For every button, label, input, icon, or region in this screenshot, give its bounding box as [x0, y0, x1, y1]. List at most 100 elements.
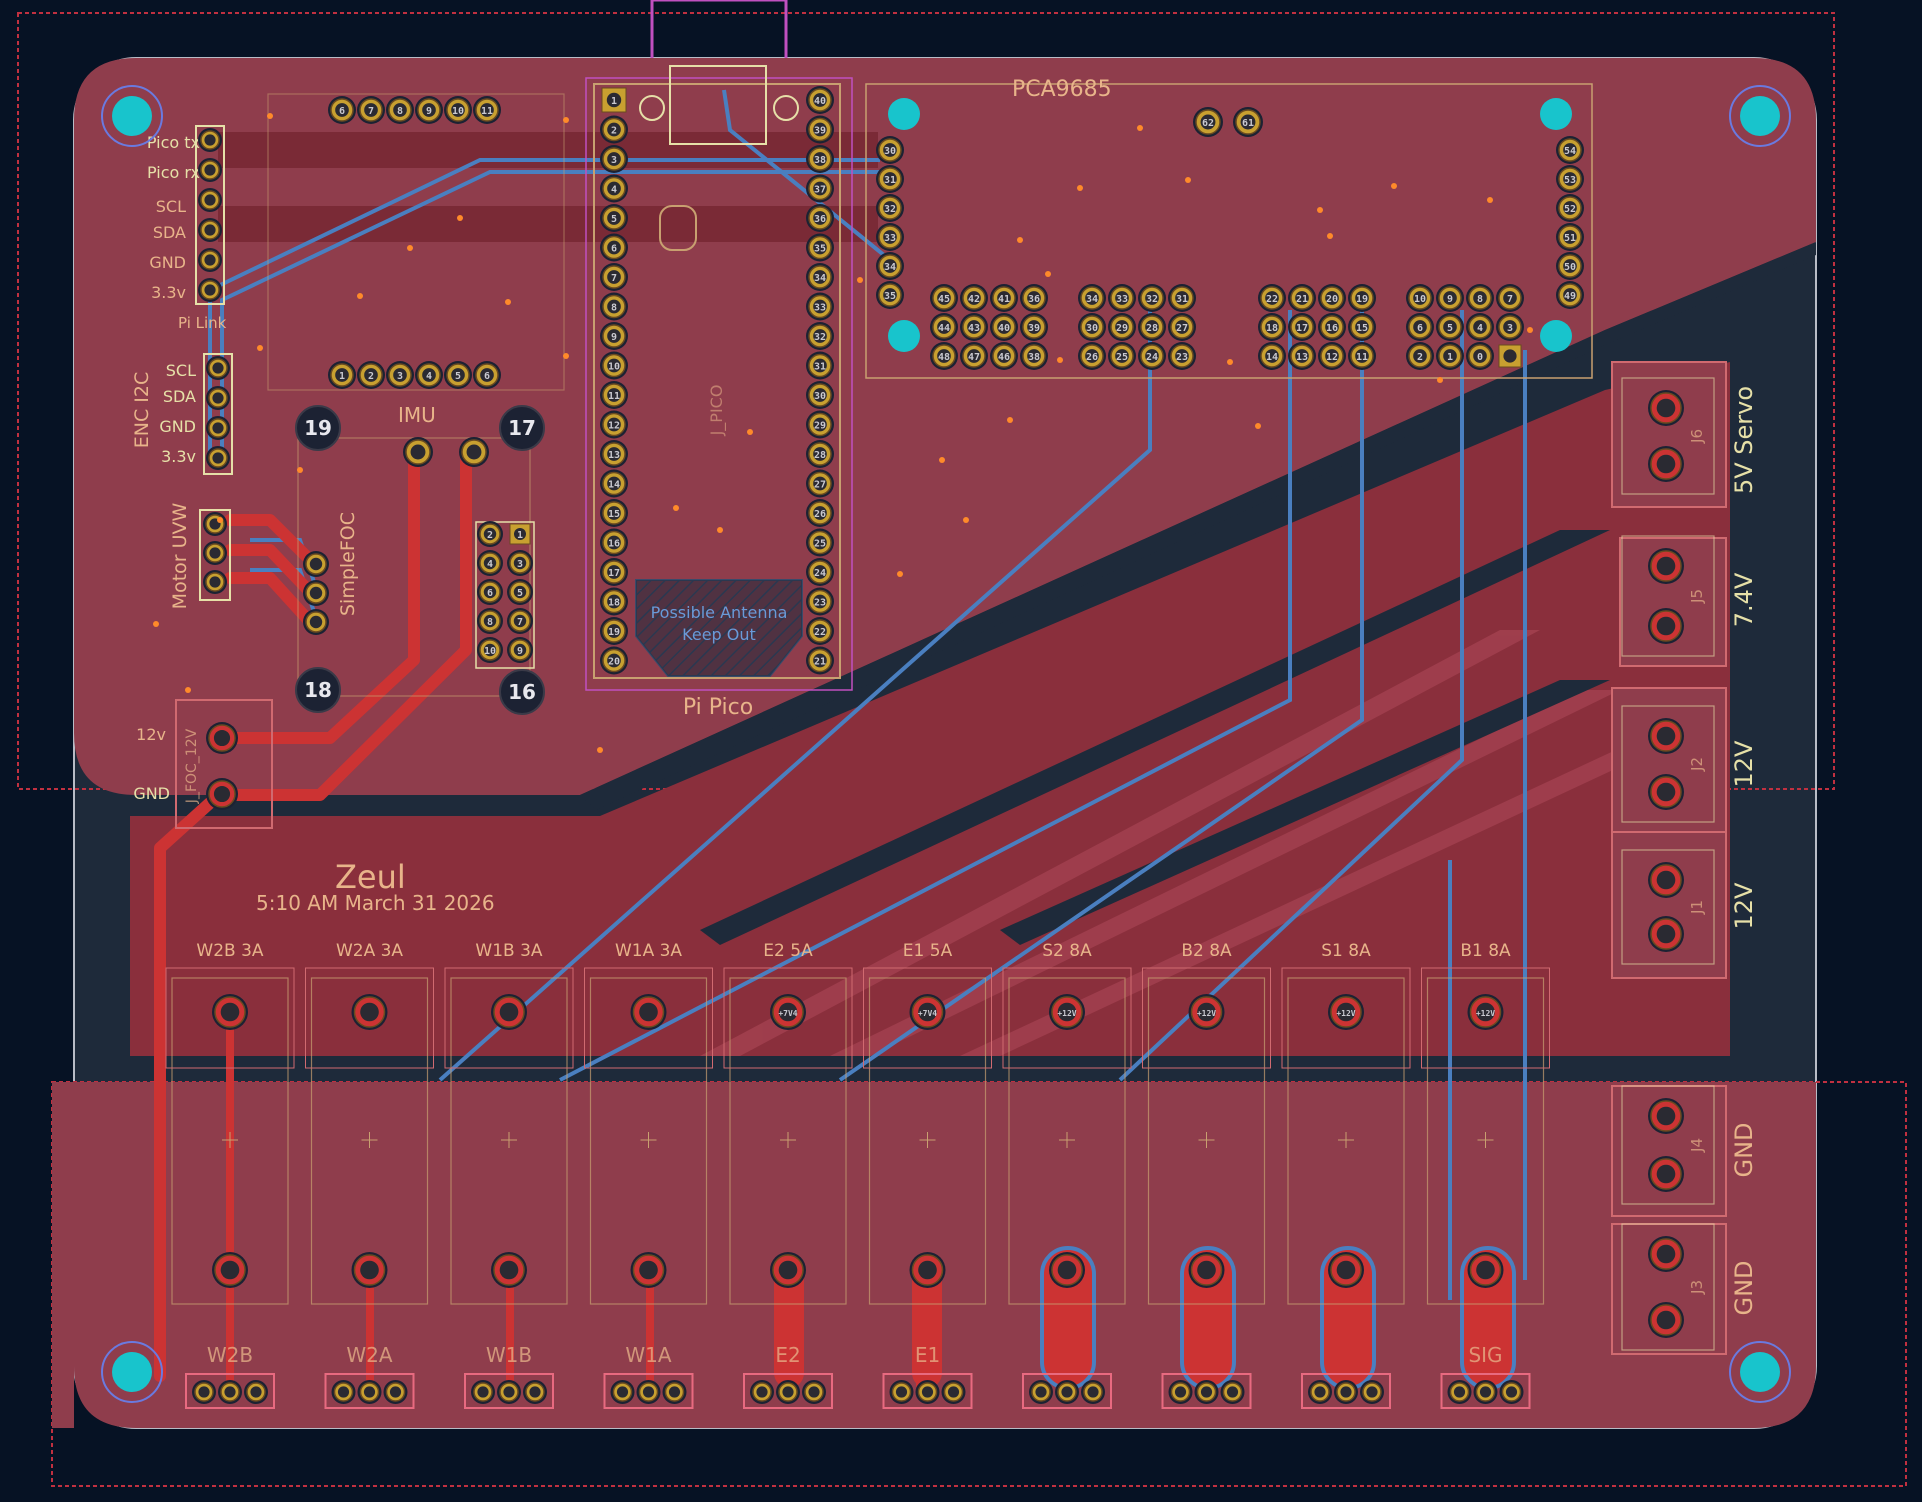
pin-number: 31: [1176, 294, 1188, 305]
zone-gap-2: [700, 530, 1610, 945]
pad: 51: [1556, 223, 1584, 251]
pad: 20: [600, 646, 628, 675]
pad: 6: [1406, 313, 1434, 341]
pin-number: 14: [1266, 352, 1278, 363]
pad: 17: [1288, 313, 1316, 341]
pad: [1168, 1380, 1193, 1404]
pad: 29: [1108, 313, 1136, 341]
pad: 10: [1406, 284, 1434, 312]
pin-number: 27: [1176, 323, 1188, 334]
pin-number: 32: [814, 332, 826, 343]
gnd-zone-edge: [52, 1082, 74, 1428]
pin-number: 49: [1564, 291, 1576, 302]
vias: [153, 113, 1533, 753]
standoff-number: 17: [508, 416, 536, 440]
pad: 12: [600, 410, 628, 439]
pin-number: 5: [517, 588, 523, 599]
pin-number: 2: [1417, 352, 1423, 363]
pin-number: 1: [611, 96, 617, 107]
pi-pico-label: Pi Pico: [683, 695, 753, 720]
pad: 29: [806, 410, 834, 439]
pin-number: 32: [884, 204, 896, 215]
pin-number: 34: [884, 262, 896, 273]
pad: 32: [806, 322, 834, 350]
pin-number: 26: [1086, 352, 1098, 363]
pad: [212, 1252, 248, 1288]
pad: 14: [1258, 342, 1286, 370]
pad: [491, 1252, 527, 1288]
pad: 3: [600, 145, 628, 173]
pin-number: 33: [884, 233, 896, 244]
pad: 39: [1020, 313, 1048, 341]
mounting-standoff: 19: [295, 405, 341, 451]
pad: [1194, 1380, 1219, 1404]
pin-number: 12: [608, 421, 620, 432]
pin-number: 30: [884, 146, 896, 157]
pin-number: 35: [884, 291, 896, 302]
pin-number: 9: [426, 106, 432, 117]
pad: [192, 1380, 216, 1404]
pad: [218, 1380, 242, 1404]
pad: 44: [930, 313, 958, 341]
pad: [776, 1380, 800, 1404]
connector-ref: J1: [1688, 900, 1706, 915]
pad: 4: [415, 361, 443, 389]
pin-number: 50: [1564, 262, 1576, 273]
pin-number: 6: [487, 588, 493, 599]
pad: 2: [1406, 342, 1434, 370]
fuse-label: E1 5A: [903, 941, 953, 961]
pin-number: 62: [1202, 118, 1214, 129]
enc-sda: SDA: [163, 387, 196, 406]
pin-number: 19: [608, 627, 620, 638]
pin-number: 5: [611, 214, 617, 225]
pin-number: 29: [814, 421, 826, 432]
pca9685-module: [865, 83, 1593, 379]
pin-number: 21: [1296, 294, 1308, 305]
pad: [1328, 1252, 1364, 1288]
pad: 43: [960, 313, 988, 341]
pin-number: 8: [487, 617, 493, 628]
pad: [303, 609, 329, 635]
pi-link-pico-rx: Pico rx: [147, 163, 200, 182]
fuse-holder: S2 8A+12V: [1002, 941, 1132, 1409]
pin-number: 3: [517, 559, 523, 570]
pin-number: +12V: [1476, 1009, 1495, 1018]
pad: 61: [1233, 107, 1263, 137]
pad: [1648, 774, 1684, 810]
pad: [1334, 1380, 1358, 1404]
pad: 37: [806, 174, 834, 203]
pad: [459, 437, 489, 467]
pad: 3: [507, 550, 533, 576]
pin-number: 4: [611, 185, 617, 196]
pad: 16: [600, 528, 628, 557]
pin-number: 43: [968, 323, 980, 334]
pca9685-label: PCA9685: [1012, 77, 1112, 102]
pin-number: 31: [814, 362, 826, 373]
fuse-label: W2B 3A: [196, 941, 264, 961]
pin-number: 1: [517, 530, 523, 541]
pad: 38: [1020, 342, 1048, 370]
pad: [303, 580, 329, 606]
pad: 2: [600, 115, 628, 144]
standoff-number: 18: [304, 678, 332, 702]
pad: [1188, 1252, 1225, 1288]
pin-number: +7V4: [918, 1009, 937, 1018]
pad: 40: [990, 313, 1018, 341]
connector-label: GND: [1730, 1260, 1758, 1315]
pad-square: [1498, 344, 1522, 368]
pad: 9: [507, 637, 533, 663]
pad: 25: [1108, 342, 1136, 370]
pad: [198, 188, 222, 212]
pin-number: 53: [1564, 175, 1576, 186]
pad: 27: [806, 469, 834, 498]
pad: 3: [386, 361, 414, 389]
pin-number: 0: [1477, 352, 1483, 363]
pad: 22: [1258, 284, 1286, 312]
pad: 33: [806, 292, 834, 321]
pad: [1473, 1380, 1498, 1404]
pin-number: 2: [611, 126, 617, 137]
pad: 18: [1258, 313, 1286, 341]
pad: [610, 1380, 635, 1404]
